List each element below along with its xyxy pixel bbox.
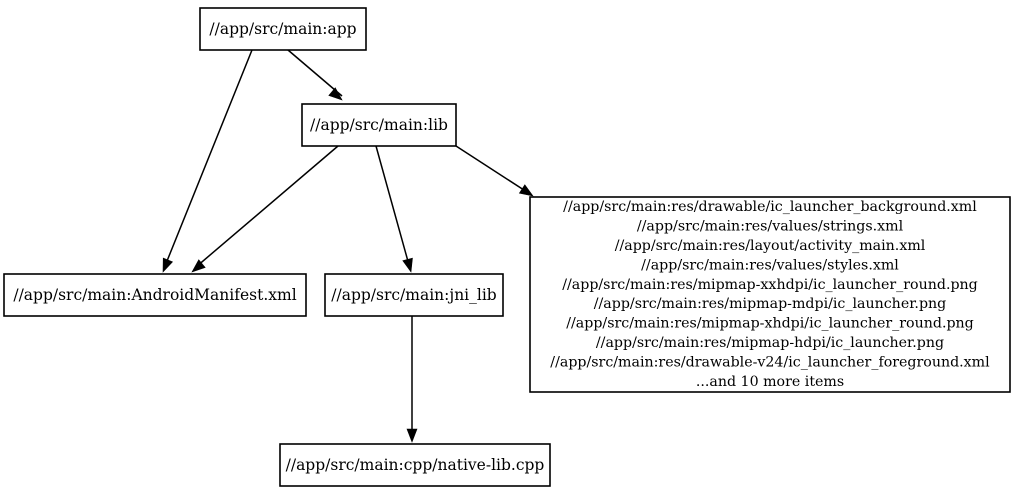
node-label-line: //app/src/main:res/mipmap-hdpi/ic_launch… — [596, 335, 944, 351]
graph-edge-lib-to-jni-lib — [375, 145, 413, 273]
graph-edge-app-to-lib — [287, 49, 343, 101]
node-box[interactable] — [279, 443, 551, 487]
node-label: //app/src/main:lib — [310, 116, 448, 134]
node-label: //app/src/main:jni_lib — [331, 286, 497, 304]
arrowhead-icon — [402, 257, 413, 273]
arrowhead-icon — [328, 87, 343, 101]
graph-node-manifest[interactable]: //app/src/main:AndroidManifest.xml — [3, 273, 307, 317]
node-box[interactable] — [3, 273, 307, 317]
node-box[interactable] — [529, 196, 1011, 393]
node-box[interactable] — [199, 7, 367, 51]
node-label: //app/src/main:app — [209, 20, 356, 38]
node-label: //app/src/main:cpp/native-lib.cpp — [286, 456, 545, 474]
edge-line — [195, 145, 339, 268]
arrowhead-icon — [191, 259, 206, 273]
nodes-layer: //app/src/main:app //app/src/main:lib //ap… — [3, 7, 1011, 487]
node-label-line: ...and 10 more items — [696, 374, 844, 390]
node-label-line: //app/src/main:res/values/strings.xml — [637, 219, 904, 235]
graph-node-native_lib[interactable]: //app/src/main:cpp/native-lib.cpp — [279, 443, 551, 487]
node-label-line: //app/src/main:res/mipmap-xhdpi/ic_launc… — [566, 316, 974, 332]
edge-line — [455, 145, 528, 193]
node-label: //app/src/main:AndroidManifest.xml — [13, 286, 296, 304]
arrowhead-icon — [162, 257, 174, 273]
node-box[interactable] — [301, 103, 457, 147]
edge-line — [164, 49, 253, 267]
edge-line — [375, 145, 410, 266]
node-label-line: //app/src/main:res/drawable/ic_launcher_… — [563, 199, 977, 215]
graph-edge-jni-lib-to-native-lib — [406, 316, 418, 443]
graph-node-jni_lib[interactable]: //app/src/main:jni_lib — [324, 273, 504, 317]
node-label-line: //app/src/main:res/layout/activity_main.… — [615, 238, 926, 254]
edges-layer — [162, 49, 534, 443]
graph-node-res_group[interactable]: //app/src/main:res/drawable/ic_launcher_… — [529, 196, 1011, 393]
edge-line — [287, 49, 343, 97]
graph-edge-app-to-manifest — [162, 49, 253, 273]
graph-edge-lib-to-res-group — [455, 145, 534, 197]
node-label-line: //app/src/main:res/mipmap-xxhdpi/ic_laun… — [562, 277, 978, 293]
node-box[interactable] — [324, 273, 504, 317]
graph-node-lib[interactable]: //app/src/main:lib — [301, 103, 457, 147]
node-label-line: //app/src/main:res/mipmap-mdpi/ic_launch… — [594, 296, 947, 312]
node-label-line: //app/src/main:res/values/styles.xml — [641, 257, 899, 273]
arrowhead-icon — [406, 428, 418, 443]
node-label-line: //app/src/main:res/drawable-v24/ic_launc… — [550, 354, 990, 370]
arrowhead-icon — [518, 184, 534, 197]
graph-edge-lib-to-manifest — [191, 145, 339, 273]
graph-node-app[interactable]: //app/src/main:app — [199, 7, 367, 51]
